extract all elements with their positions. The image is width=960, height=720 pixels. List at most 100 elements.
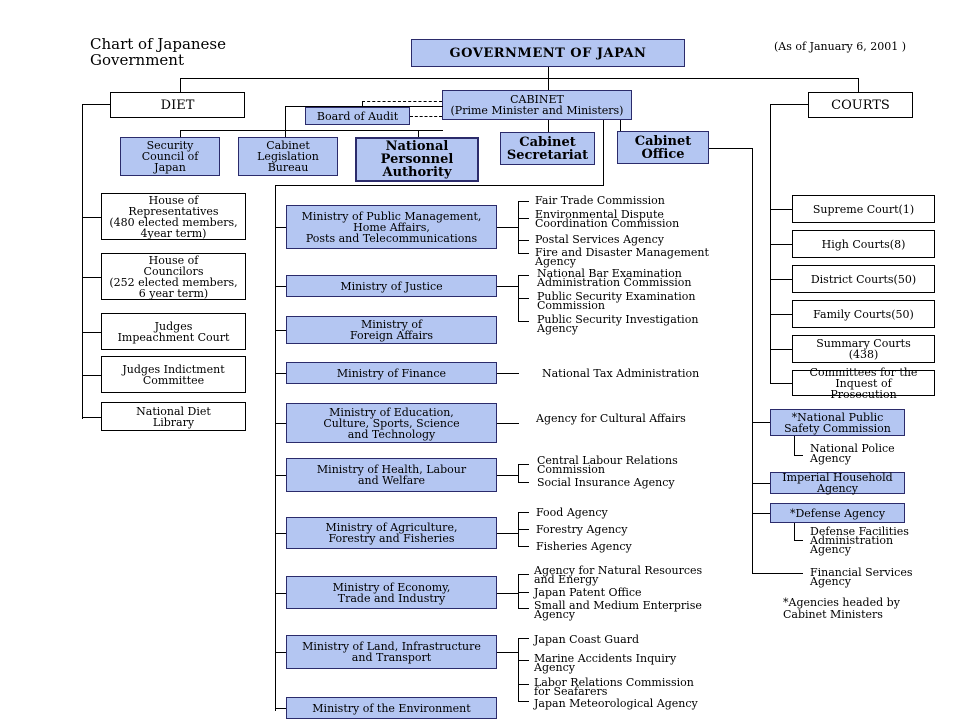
connector-line [275,423,287,424]
connector-line [548,120,549,133]
ministry-box-9: Ministry of the Environment [286,697,497,719]
imperial-household-box-line: Imperial Household [782,471,893,484]
agency-health-1: Social Insurance Agency [537,476,675,489]
connector-line [275,185,276,711]
public-safety-box-line: Safety Commission [784,421,891,435]
agency-defense-facilities-line: Defense Facilities [810,525,909,538]
defense-agency-box: *Defense Agency [770,503,905,523]
agency-economy-0-line: and Energy [534,573,599,586]
ministry-box-2-line: Ministry of [360,318,423,331]
connector-line [518,608,529,609]
connector-line [548,67,549,91]
agency-public_management-2: Postal Services Agency [535,233,665,246]
diet-item-0-line: 4year term) [140,226,207,240]
connector-line [180,130,181,138]
connector-line [82,104,111,105]
imperial-household-box-line: Agency [817,482,858,495]
ministry-box-0-line: Ministry of Public Management, [301,209,482,223]
connector-line [794,455,803,456]
agency-economy-0-line: Agency for Natural Resources [534,564,703,577]
agency-agriculture-2: Fisheries Agency [536,541,632,552]
agency-public_management-0-line: Fair Trade Commission [535,194,665,207]
connector-line [518,574,519,609]
agency-financial-services-line: Agency [810,575,851,588]
diet-box: DIET [110,92,245,118]
connector-line [82,331,102,333]
agency-justice-1-line: Public Security Examination [537,290,696,303]
connector-line [497,652,519,653]
ministry-box-3-line: Ministry of Finance [336,366,447,380]
diet-item-2-line: Impeachment Court [117,330,230,344]
connector-line [275,286,287,287]
connector-line [82,416,102,418]
cabinet-box: CABINET(Prime Minister and Ministers) [442,90,632,120]
agency-land-0-line: Japan Coast Guard [534,633,640,646]
ministry-box-4-line: and Technology [347,427,436,441]
cabinet-secretariat-box-line: Cabinet [519,134,576,150]
legislation-bureau-box-line: Legislation [257,150,319,163]
government-of-japan-box: GOVERNMENT OF JAPAN [411,39,685,67]
connector-line [518,574,529,575]
agency-agriculture-1-line: Forestry Agency [536,523,628,536]
agency-land-2-line: Labor Relations Commission [534,676,694,689]
ministry-box-0-line: Home Affairs, [353,220,430,234]
connector-line [82,216,102,218]
court-item-4: Summary Courts(438) [792,335,935,363]
agency-public_management-1-line: Coordination Commission [535,217,680,230]
connector-line [418,130,419,138]
connector-line [752,148,753,574]
footnote-line: Cabinet Ministers [783,608,883,621]
connector-line [285,106,286,141]
ministry-box-7: Ministry of Economy,Trade and Industry [286,576,497,609]
agency-land-1-line: Marine Accidents Inquiry [534,652,677,665]
agency-education-0-line: Agency for Cultural Affairs [536,412,686,425]
ministry-box-2-line: Foreign Affairs [349,329,434,342]
diet-item-2-line: Judges [154,319,193,333]
agency-defense-facilities-line: Administration [810,534,894,547]
connector-line [518,321,529,322]
connector-line [518,464,519,483]
personnel-authority-box-line: Personnel [380,152,454,167]
connector-line [518,464,529,465]
connector-line [518,482,529,483]
court-item-2-line: District Courts(50) [810,272,917,286]
ministry-box-0: Ministry of Public Management,Home Affai… [286,205,497,249]
agency-economy-1: Japan Patent Office [534,587,642,598]
cabinet-box-line: CABINET [510,93,564,106]
legislation-bureau-box-line: Cabinet [266,139,310,152]
agency-land-0: Japan Coast Guard [534,633,640,646]
connector-line [518,638,529,639]
agency-justice-2-line: Public Security Investigation [537,313,699,326]
connector-line [82,374,102,376]
connector-line [275,373,287,374]
diet-item-0-line: Representatives [128,204,219,218]
connector-line [518,546,529,547]
connector-line [770,349,793,350]
court-item-4-line: Summary Courts [816,337,911,350]
public-safety-box-line: *National Public [791,410,884,424]
connector-line [82,276,102,278]
connector-line [794,436,795,456]
agency-finance-0-line: National Tax Administration [542,367,700,380]
ministry-box-7-line: Trade and Industry [337,591,446,605]
agency-public_management-1-line: Environmental Dispute [535,208,664,221]
agency-agriculture-0: Food Agency [536,507,608,518]
connector-line [275,708,287,709]
connector-line [518,201,529,202]
board-of-audit-box: Board of Audit [305,107,410,125]
connector-line [518,253,529,254]
agency-public_management-2-line: Postal Services Agency [535,233,665,246]
agency-health-1-line: Social Insurance Agency [537,476,675,489]
